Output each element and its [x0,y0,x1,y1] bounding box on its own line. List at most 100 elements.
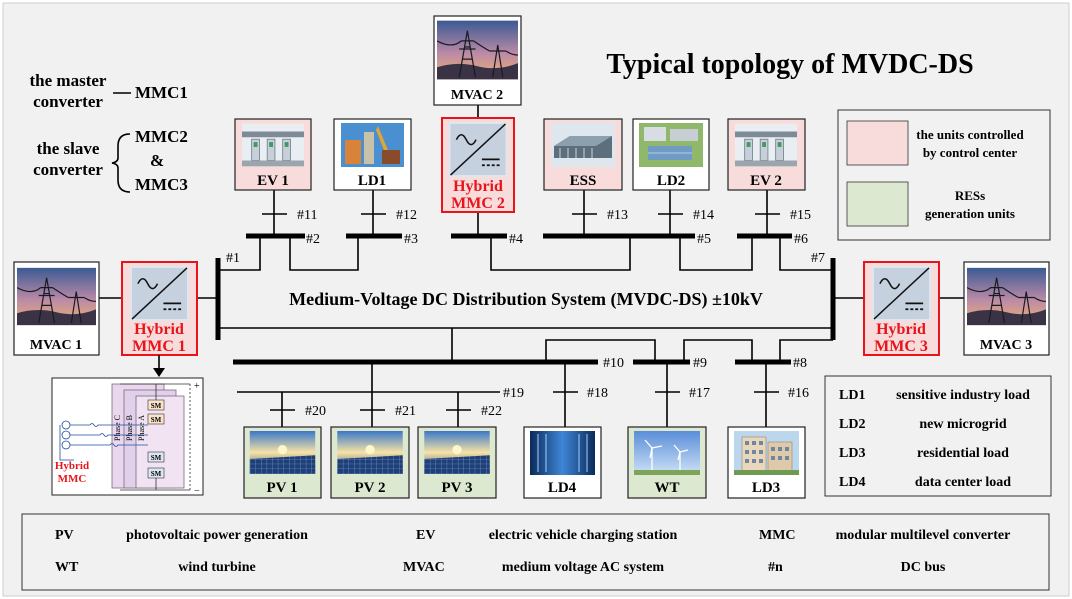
unit-ld2: LD2 [632,118,710,191]
node-labels: #1 #2 #3 #4 #5 #6 #7 #8 #9 #10 #11 #12 #… [226,208,825,419]
mmc1-label-a: Hybrid [134,321,184,338]
ev-charger-icon [242,123,304,167]
node-1: #1 [226,251,240,266]
node-9: #9 [693,356,707,371]
link-4-5 [490,236,631,271]
submodule-block [147,413,165,425]
load-desc-4: data center load [915,475,1011,490]
mmc3-label-a: Hybrid [876,321,926,338]
load-legend: LD1 sensitive industry load LD2 new micr… [824,375,1052,497]
slave-unit1: MMC2 [135,127,188,146]
dc-plus-label: + [194,381,200,392]
res-label-a: RESs [955,188,985,203]
load-desc-2: new microgrid [919,417,1006,432]
unit-mvac2: MVAC 2 [433,15,522,106]
controlled-label-a: the units controlled [916,127,1024,142]
node-2: #2 [306,232,320,247]
arrow-down-icon [153,368,165,377]
master-label-line2: converter [33,92,103,111]
unit-ld3: LD3 [727,426,806,499]
load-code-1: LD1 [839,388,865,403]
unit-mvac2-label: MVAC 2 [451,88,503,103]
hybrid-mmc-inset: Phase C Phase B Phase A SM SM SM SM + − … [51,355,204,497]
slave-brace [111,133,131,193]
unit-ess: ESS [543,118,623,191]
abbreviation-legend: PV photovoltaic power generation EV elec… [21,513,1050,591]
hybrid-mmc3: Hybrid MMC 3 [863,261,940,356]
unit-mvac3: MVAC 3 [963,261,1050,356]
abbrev-code-ev: EV [416,528,435,543]
master-label-line1: the master [30,71,107,90]
unit-pv3-label: PV 3 [442,480,473,496]
inset-caption-b: MMC [58,473,87,485]
dc-buses [99,105,964,427]
solar-panel-icon [249,431,316,474]
transmission-tower-icon [17,267,96,326]
converter-roles: the master converter MMC1 the slave conv… [30,71,188,194]
node-17: #17 [689,386,710,401]
link-10-9 [545,339,656,362]
data-center-icon [530,431,595,475]
node-12: #12 [396,208,417,223]
abbrev-code-pv: PV [55,528,74,543]
controlled-swatch [846,120,909,166]
slave-amp: & [150,151,164,170]
mmc1-label-b: MMC 1 [132,338,186,355]
solar-panel-icon [337,431,403,474]
unit-mvac1: MVAC 1 [13,261,100,356]
abbrev-desc-mmc: modular multilevel converter [836,528,1011,543]
ev-charger-icon [735,123,797,167]
link-2-3 [289,236,359,271]
link-5-6 [679,236,753,271]
unit-pv2-label: PV 2 [355,480,386,496]
unit-ev2-label: EV 2 [750,173,782,189]
node-13: #13 [607,208,628,223]
link-1-2 [218,236,261,271]
unit-ld4-label: LD4 [548,480,577,496]
master-unit: MMC1 [135,83,188,102]
unit-ld1: LD1 [333,118,412,191]
abbrev-desc-pv: photovoltaic power generation [126,528,308,543]
mmc2-label-a: Hybrid [453,178,503,195]
unit-pv3: PV 3 [417,426,497,499]
node-20: #20 [305,404,326,419]
phase-b-label: Phase B [125,415,134,441]
controlled-label-b: by control center [923,145,1018,160]
sm-label: SM [151,470,162,478]
hybrid-mmc2: Hybrid MMC 2 [441,117,515,213]
abbrev-code-mvac: MVAC [403,560,445,575]
node-3: #3 [404,232,418,247]
abbrev-code-n: #n [768,560,783,575]
node-7: #7 [811,251,825,266]
unit-ld3-label: LD3 [752,480,780,496]
slave-label-line1: the slave [37,139,100,158]
node-14: #14 [693,208,714,223]
abbreviation-frame [21,513,1050,591]
unit-wt-label: WT [654,480,679,496]
load-code-2: LD2 [839,417,865,432]
abbrev-desc-n: DC bus [901,560,946,575]
node-18: #18 [587,386,608,401]
hybrid-mmc1: Hybrid MMC 1 [121,261,198,356]
inset-caption-a: Hybrid [55,460,89,472]
node-21: #21 [395,404,416,419]
load-desc-1: sensitive industry load [896,388,1030,403]
res-label-b: generation units [925,206,1015,221]
converter-icon [871,266,932,321]
abbrev-code-mmc: MMC [759,528,796,543]
color-legend: the units controlled by control center R… [837,109,1051,241]
node-8: #8 [793,356,807,371]
mmc3-label-b: MMC 3 [874,338,928,355]
unit-ev1: EV 1 [234,118,312,191]
solar-panel-icon [424,431,490,474]
phase-c-label: Phase C [113,415,122,441]
unit-ld4: LD4 [523,426,602,499]
converter-icon [448,122,508,177]
link-9-8 [683,339,753,362]
load-legend-frame [824,375,1052,497]
link-6-7 [779,236,833,271]
unit-ld1-label: LD1 [358,173,386,189]
node-22: #22 [481,404,502,419]
